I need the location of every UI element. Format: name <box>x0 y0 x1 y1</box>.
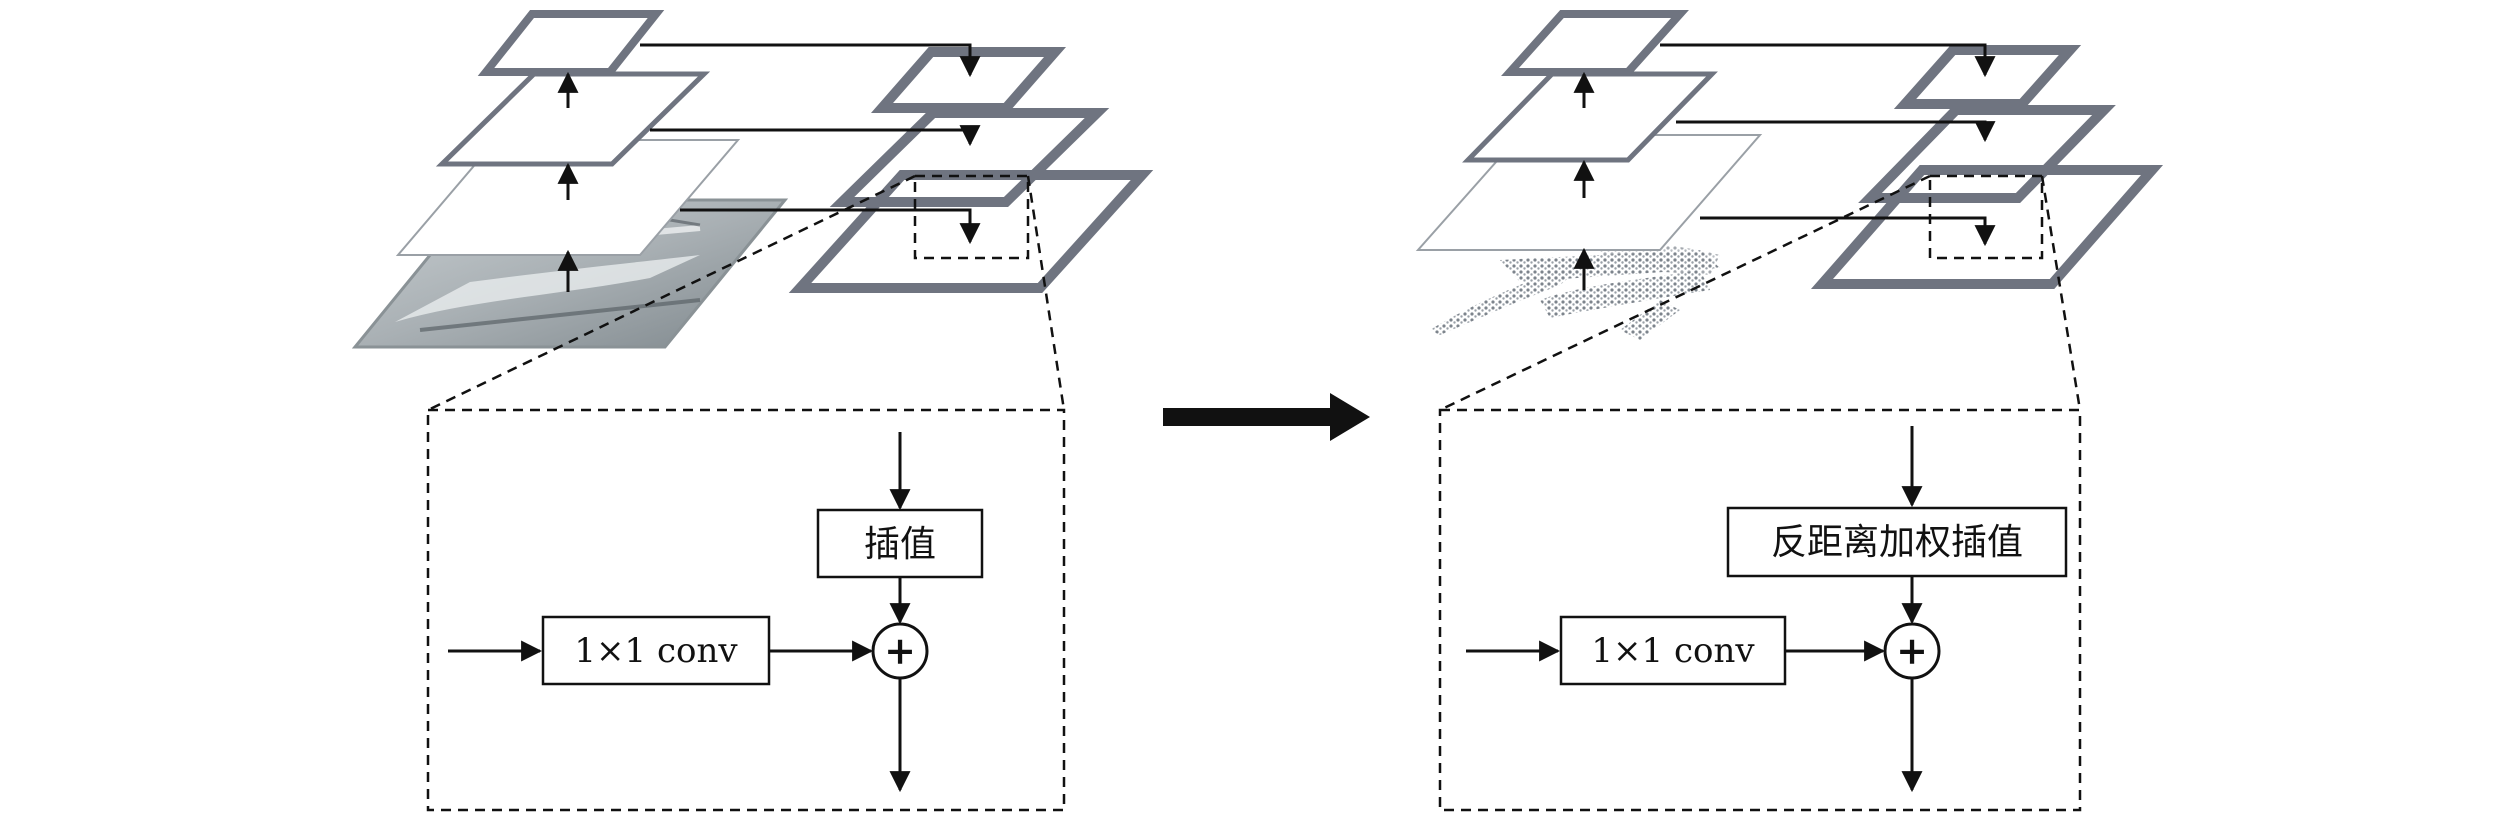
right-arrow-icon <box>1163 393 1370 441</box>
left-topdown-level-3 <box>870 47 1067 113</box>
left-zoom-rect <box>913 174 1030 260</box>
right-add-symbol: + <box>1896 628 1928 673</box>
right-conv-box <box>1559 615 1787 686</box>
right-topdown-level-3 <box>1893 45 2082 109</box>
left-bottomup-level-3 <box>477 10 665 76</box>
right-lateral-arrow-2 <box>1676 120 1996 143</box>
right-add-node: + <box>1883 622 1941 680</box>
right-interp-box <box>1726 506 2068 578</box>
right-detail-box <box>1438 408 2082 812</box>
left-lateral-arrow-1 <box>680 208 981 245</box>
right-point-cloud <box>1430 244 1720 340</box>
left-interp-label: 插值 <box>864 524 936 565</box>
right-zoom-line-b <box>2040 175 2082 411</box>
right-conv-label: 1×1 conv <box>1591 631 1755 671</box>
right-topdown-level-2 <box>1858 105 2116 203</box>
right-zoom-rect <box>1928 174 2044 260</box>
right-fpn: 反距离加权插值 1×1 conv + <box>1415 10 2164 812</box>
left-lateral-arrow-3 <box>640 43 981 78</box>
left-topdown-level-2 <box>829 108 1110 207</box>
left-conv-label: 1×1 conv <box>574 631 738 671</box>
left-topdown-level-1 <box>788 170 1154 293</box>
right-topdown-level-1 <box>1810 165 2164 289</box>
left-zoom-line-a <box>427 174 916 412</box>
right-bottomup-level-3 <box>1501 10 1689 76</box>
right-lateral-arrow-3 <box>1660 43 1996 78</box>
left-add-node: + <box>871 622 929 680</box>
left-lateral-arrow-2 <box>650 125 981 147</box>
right-lateral-arrow-1 <box>1700 216 1996 247</box>
left-add-symbol: + <box>884 628 916 673</box>
left-fpn: 插值 1×1 conv + <box>351 10 1154 812</box>
right-zoom-line-a <box>1439 174 1931 412</box>
right-interp-label: 反距离加权插值 <box>1771 522 2023 563</box>
left-detail-box <box>426 408 1066 812</box>
left-zoom-line-b <box>1026 175 1066 411</box>
left-bottomup-level-2 <box>435 71 711 167</box>
left-conv-box <box>541 615 771 686</box>
